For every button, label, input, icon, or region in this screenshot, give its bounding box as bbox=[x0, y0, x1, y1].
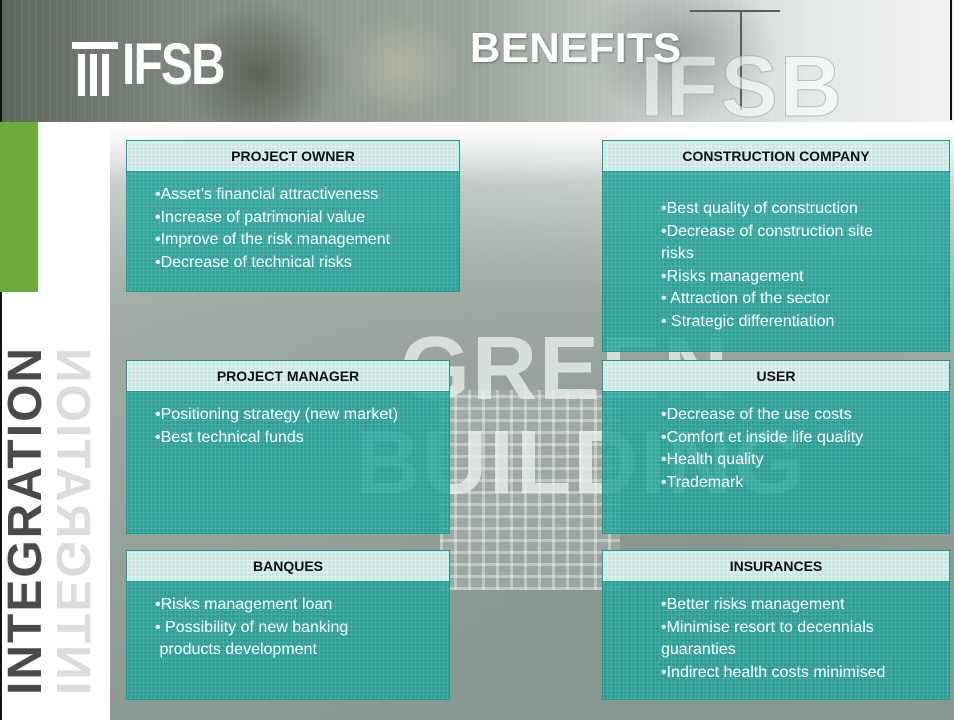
box-title: USER bbox=[603, 361, 949, 392]
benefit-list: •Positioning strategy (new market) •Best… bbox=[127, 392, 449, 449]
box-title: BANQUES bbox=[127, 551, 449, 582]
ifsb-logo: IFSB bbox=[72, 30, 246, 100]
background-building-panel bbox=[440, 390, 620, 590]
box-title: PROJECT MANAGER bbox=[127, 361, 449, 392]
list-item: •Minimise resort to decennials guarantie… bbox=[661, 618, 874, 659]
list-item: •Increase of patrimonial value bbox=[155, 208, 366, 226]
benefit-list: •Best quality of construction •Decrease … bbox=[603, 172, 949, 333]
list-item: •Risks management bbox=[661, 267, 804, 285]
list-item: •Improve of the risk management bbox=[155, 231, 391, 248]
benefit-list: •Decrease of the use costs •Comfort et i… bbox=[603, 392, 949, 494]
right-border bbox=[950, 0, 952, 120]
crane-jib bbox=[690, 10, 780, 12]
list-item: •Better risks management bbox=[661, 596, 845, 613]
list-item: •Risks management loan bbox=[155, 596, 333, 613]
box-insurances: INSURANCES •Better risks management •Min… bbox=[602, 550, 950, 700]
box-title: PROJECT OWNER bbox=[127, 141, 459, 172]
header-banner: IFSB IFSB BENEFITS bbox=[0, 0, 954, 136]
vertical-label-reflection: INTEGRATION bbox=[46, 345, 99, 695]
list-item: •Positioning strategy (new market) bbox=[155, 406, 399, 423]
box-title: INSURANCES bbox=[603, 551, 949, 582]
logo-text: IFSB bbox=[122, 32, 225, 97]
list-item: •Trademark bbox=[661, 473, 744, 491]
logo-mark-icon bbox=[72, 34, 118, 96]
list-item: •Decrease of the use costs bbox=[661, 406, 852, 423]
list-item: •Best quality of construction bbox=[661, 200, 858, 217]
header-photo-site bbox=[580, 0, 780, 122]
list-item: • Strategic differentiation bbox=[661, 312, 835, 330]
header-photo-workers bbox=[180, 0, 340, 122]
vertical-label-area: INTEGRATION INTEGRATION bbox=[0, 300, 110, 720]
benefit-list: •Asset’s financial attractiveness •Incre… bbox=[127, 172, 459, 274]
vertical-label: INTEGRATION bbox=[0, 345, 52, 695]
list-item: •Health quality bbox=[661, 451, 764, 468]
box-construction-company: CONSTRUCTION COMPANY •Best quality of co… bbox=[602, 140, 950, 352]
list-item: •Decrease of construction site risks bbox=[661, 222, 873, 263]
list-item: •Comfort et inside life quality bbox=[661, 428, 864, 446]
box-title: CONSTRUCTION COMPANY bbox=[603, 141, 949, 172]
list-item: •Asset’s financial attractiveness bbox=[155, 186, 379, 203]
header-photo-worker bbox=[340, 10, 460, 122]
list-item: •Best technical funds bbox=[155, 428, 304, 446]
box-user: USER •Decrease of the use costs •Comfort… bbox=[602, 360, 950, 534]
box-banques: BANQUES •Risks management loan • Possibi… bbox=[126, 550, 450, 700]
list-item: •Indirect health costs minimised bbox=[661, 663, 886, 681]
left-border bbox=[0, 0, 2, 720]
benefit-list: •Better risks management •Minimise resor… bbox=[603, 582, 949, 684]
box-project-manager: PROJECT MANAGER •Positioning strategy (n… bbox=[126, 360, 450, 534]
list-item: •Decrease of technical risks bbox=[155, 253, 352, 271]
crane-mast bbox=[740, 10, 742, 110]
list-item: • Attraction of the sector bbox=[661, 290, 831, 307]
list-item: • Possibility of new banking products de… bbox=[155, 618, 349, 659]
page-title: BENEFITS bbox=[470, 24, 682, 71]
benefit-list: •Risks management loan • Possibility of … bbox=[127, 582, 449, 662]
box-project-owner: PROJECT OWNER •Asset’s financial attract… bbox=[126, 140, 460, 292]
green-accent-bar bbox=[0, 122, 38, 292]
ghost-logo: IFSB bbox=[640, 39, 844, 136]
